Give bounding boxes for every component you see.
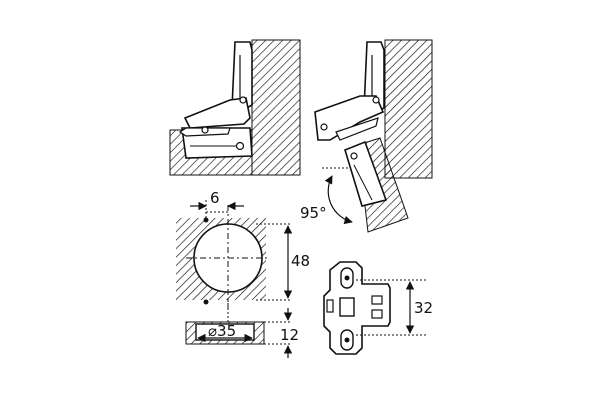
open-hinge-view: 95° [300, 39, 433, 233]
cup-offset-label: 6 [210, 189, 220, 207]
cup-depth-dim-label: 48 [291, 252, 310, 270]
cup-depth-label: 12 [280, 326, 299, 344]
closed-hinge-view [169, 39, 301, 176]
cabinet-side-wall-open [384, 39, 433, 179]
hinge-arm-closed [183, 97, 251, 129]
mounting-plate-outline [323, 261, 391, 355]
cabinet-side-wall-closed [251, 39, 301, 176]
mounting-plate-view: 32 [323, 261, 433, 355]
cup-diameter-label: ⌀35 [208, 322, 236, 340]
opening-angle-arc [324, 175, 353, 225]
plate-holes-label: 32 [414, 299, 433, 317]
cup-bore-view: 6 48 ⌀35 12 [176, 189, 310, 358]
hinge-arm-open [314, 95, 385, 141]
opening-angle-label: 95° [300, 204, 327, 222]
